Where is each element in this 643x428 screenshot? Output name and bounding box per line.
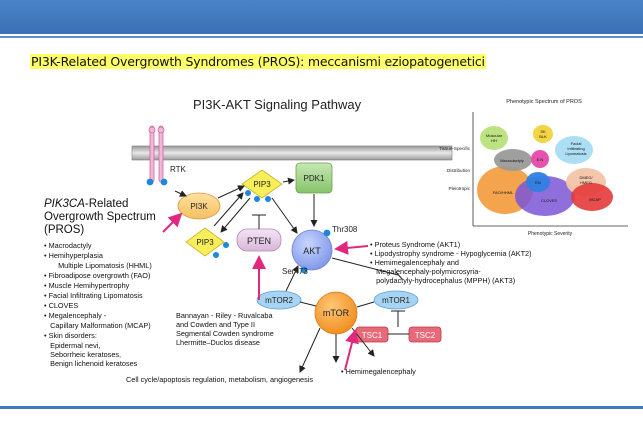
- bubble-macrodactyly: [494, 149, 532, 171]
- bubble-label: MCAP: [589, 197, 601, 202]
- mtor-outcome-arrow-left: [299, 327, 321, 373]
- spectrum-title-line2: Overgrowth Spectrum: [44, 211, 156, 223]
- bubble-label: FAO/HHML: [493, 190, 514, 195]
- bubble-en-top: [531, 150, 549, 168]
- bubble-label: DMEG/: [579, 175, 593, 180]
- bubble-label: HH: [491, 138, 497, 143]
- phenotype-row-label: Tissue-Specific: [439, 146, 471, 151]
- pi3k-to-pip3-arrow: [217, 185, 245, 199]
- phenotype-row-label: Pleiotropic: [449, 186, 471, 191]
- spectrum-list: • Macrodactyly • Hemihyperplasia Multipl…: [44, 241, 152, 368]
- list-item: • Skin disorders:: [44, 331, 97, 340]
- pten-syndrome-line: Lhermitte–Duclos disease: [176, 338, 260, 347]
- list-item: Multiple Lipomatosis (HHML): [52, 261, 152, 270]
- list-item: • Megalencephaly -: [44, 311, 107, 320]
- mtor2-label: mTOR2: [265, 296, 293, 305]
- list-item: • Hemihyperplasia: [44, 251, 104, 260]
- list-item: • CLOVES: [44, 301, 78, 310]
- pten-label: PTEN: [247, 236, 271, 246]
- slide-title: PI3K-Related Overgrowth Syndromes (PROS)…: [30, 54, 486, 69]
- pi3k-node: [177, 192, 221, 220]
- thr308-label: Thr308: [332, 225, 358, 234]
- pik3ca-pink-arrow: [162, 212, 183, 233]
- list-item: • Facial Infiltrating Lipomatosis: [44, 291, 143, 300]
- mtor2-node: [256, 290, 302, 310]
- bubble-label: SK: [540, 129, 546, 134]
- akt-to-tsc-inhibit-line: [331, 257, 399, 276]
- list-item: • Muscle Hemihypertrophy: [44, 281, 130, 290]
- rtk-label: RTK: [170, 165, 187, 174]
- bubble-label: Macrodactyly: [500, 158, 524, 163]
- list-item: Seborrheic keratoses,: [44, 350, 121, 359]
- pip3-bottom-node: [185, 227, 225, 257]
- bubble-muscular-hh: [480, 126, 508, 150]
- phenotype-chart: Phenotypic Spectrum of PROS Phenotypic S…: [439, 99, 628, 237]
- akt-syndrome-line: • Proteus Syndrome (AKT1): [370, 240, 460, 249]
- mtor-label: mTOR: [323, 308, 350, 318]
- bubble-facial: [555, 136, 593, 164]
- cell-membrane: [131, 145, 453, 161]
- pdk1-label: PDK1: [304, 174, 325, 183]
- pip3-bottom-label: PIP3: [196, 238, 214, 247]
- bubble-label: HMEG: [580, 180, 592, 185]
- tsc1-label: TSC1: [362, 331, 383, 340]
- phenotype-x-label: Phenotypic Severity: [528, 231, 573, 237]
- mtor2-to-akt-arrow: [285, 265, 299, 292]
- bubble-en: [526, 172, 550, 192]
- bubble-label: Lipomatosis: [565, 151, 586, 156]
- pdk1-node: [295, 162, 333, 194]
- akt-label: AKT: [303, 246, 321, 256]
- pten-syndrome-line: Bannayan - Riley - Ruvalcaba: [176, 311, 273, 320]
- spectrum-title-line1: PIK3CA-Related: [44, 198, 128, 210]
- tsc2-label: TSC2: [415, 331, 436, 340]
- pi3k-label: PI3K: [190, 202, 208, 211]
- list-item: Epidermal nevi,: [44, 341, 100, 350]
- bubble-label: Facial: [571, 141, 582, 146]
- pathway-title: PI3K-AKT Signaling Pathway: [193, 97, 362, 112]
- mtor-pink-arrow: [344, 329, 359, 371]
- rtk-receptor: [146, 125, 168, 186]
- list-item: Capillary Malformation (MCAP): [44, 321, 151, 330]
- pip3-to-akt-arrow: [271, 197, 298, 234]
- pathway-outcome: Cell cycle/apoptosis regulation, metabol…: [126, 375, 313, 384]
- pten-syndromes: Bannayan - Riley - Ruvalcaba and Cowden …: [176, 311, 274, 347]
- pten-syndrome-line: and Cowden and Type II: [176, 320, 255, 329]
- bubble-label: EN: [535, 180, 541, 185]
- list-item: • Macrodactyly: [44, 241, 92, 250]
- bubble-sk-blk: [533, 125, 553, 143]
- footer-divider: [0, 406, 643, 409]
- mtor1-node: [373, 290, 419, 310]
- bubble-label: Infiltrating: [567, 146, 584, 151]
- akt-syndrome-line: • Hemimegalencephaly and: [370, 258, 459, 267]
- bubble-mcap: [571, 183, 613, 211]
- list-item: Benign lichenoid keratoses: [44, 359, 138, 368]
- phenotype-row-label: Distribution: [447, 168, 470, 173]
- akt-syndrome-line: polydactyly-hydrocephalus (MPPH) (AKT3): [370, 276, 515, 285]
- pten-syndrome-line: Segmental Cowden syndrome: [176, 329, 274, 338]
- mtor1-label: mTOR1: [382, 296, 410, 305]
- pip3-top-label: PIP3: [253, 180, 271, 189]
- spectrum-title-line3: (PROS): [44, 224, 84, 236]
- bubble-label: Muscular: [486, 133, 503, 138]
- pip3-conversion-arrow-up: [213, 192, 244, 227]
- list-item: • Fibroadipose overgrowth (FAO): [44, 271, 150, 280]
- header-divider: [0, 36, 643, 38]
- pip3-to-pdk1-arrow: [282, 177, 295, 185]
- phenotype-chart-title: Phenotypic Spectrum of PROS: [506, 99, 582, 105]
- header-bar: [0, 0, 643, 34]
- akt-pink-arrow: [334, 240, 369, 255]
- akt-syndromes: • Proteus Syndrome (AKT1) • Lipodystroph…: [370, 240, 532, 285]
- akt-syndrome-line: • Lipodystrophy syndrome - Hypoglycemia …: [370, 249, 532, 258]
- pip3-top-node: [241, 169, 283, 199]
- mtor-syndrome: • Hemimegalencephaly: [341, 367, 416, 376]
- pip3-conversion-arrow-down: [220, 197, 251, 233]
- bubble-label: CLOVES: [541, 198, 558, 203]
- rtk-to-pi3k-arrow: [174, 190, 187, 197]
- akt-node: [291, 229, 333, 271]
- bubble-label: BLK: [539, 134, 547, 139]
- bubble-label: E.N: [537, 157, 544, 162]
- akt-syndrome-line: Megalencephaly-polymicrosyria-: [370, 267, 481, 276]
